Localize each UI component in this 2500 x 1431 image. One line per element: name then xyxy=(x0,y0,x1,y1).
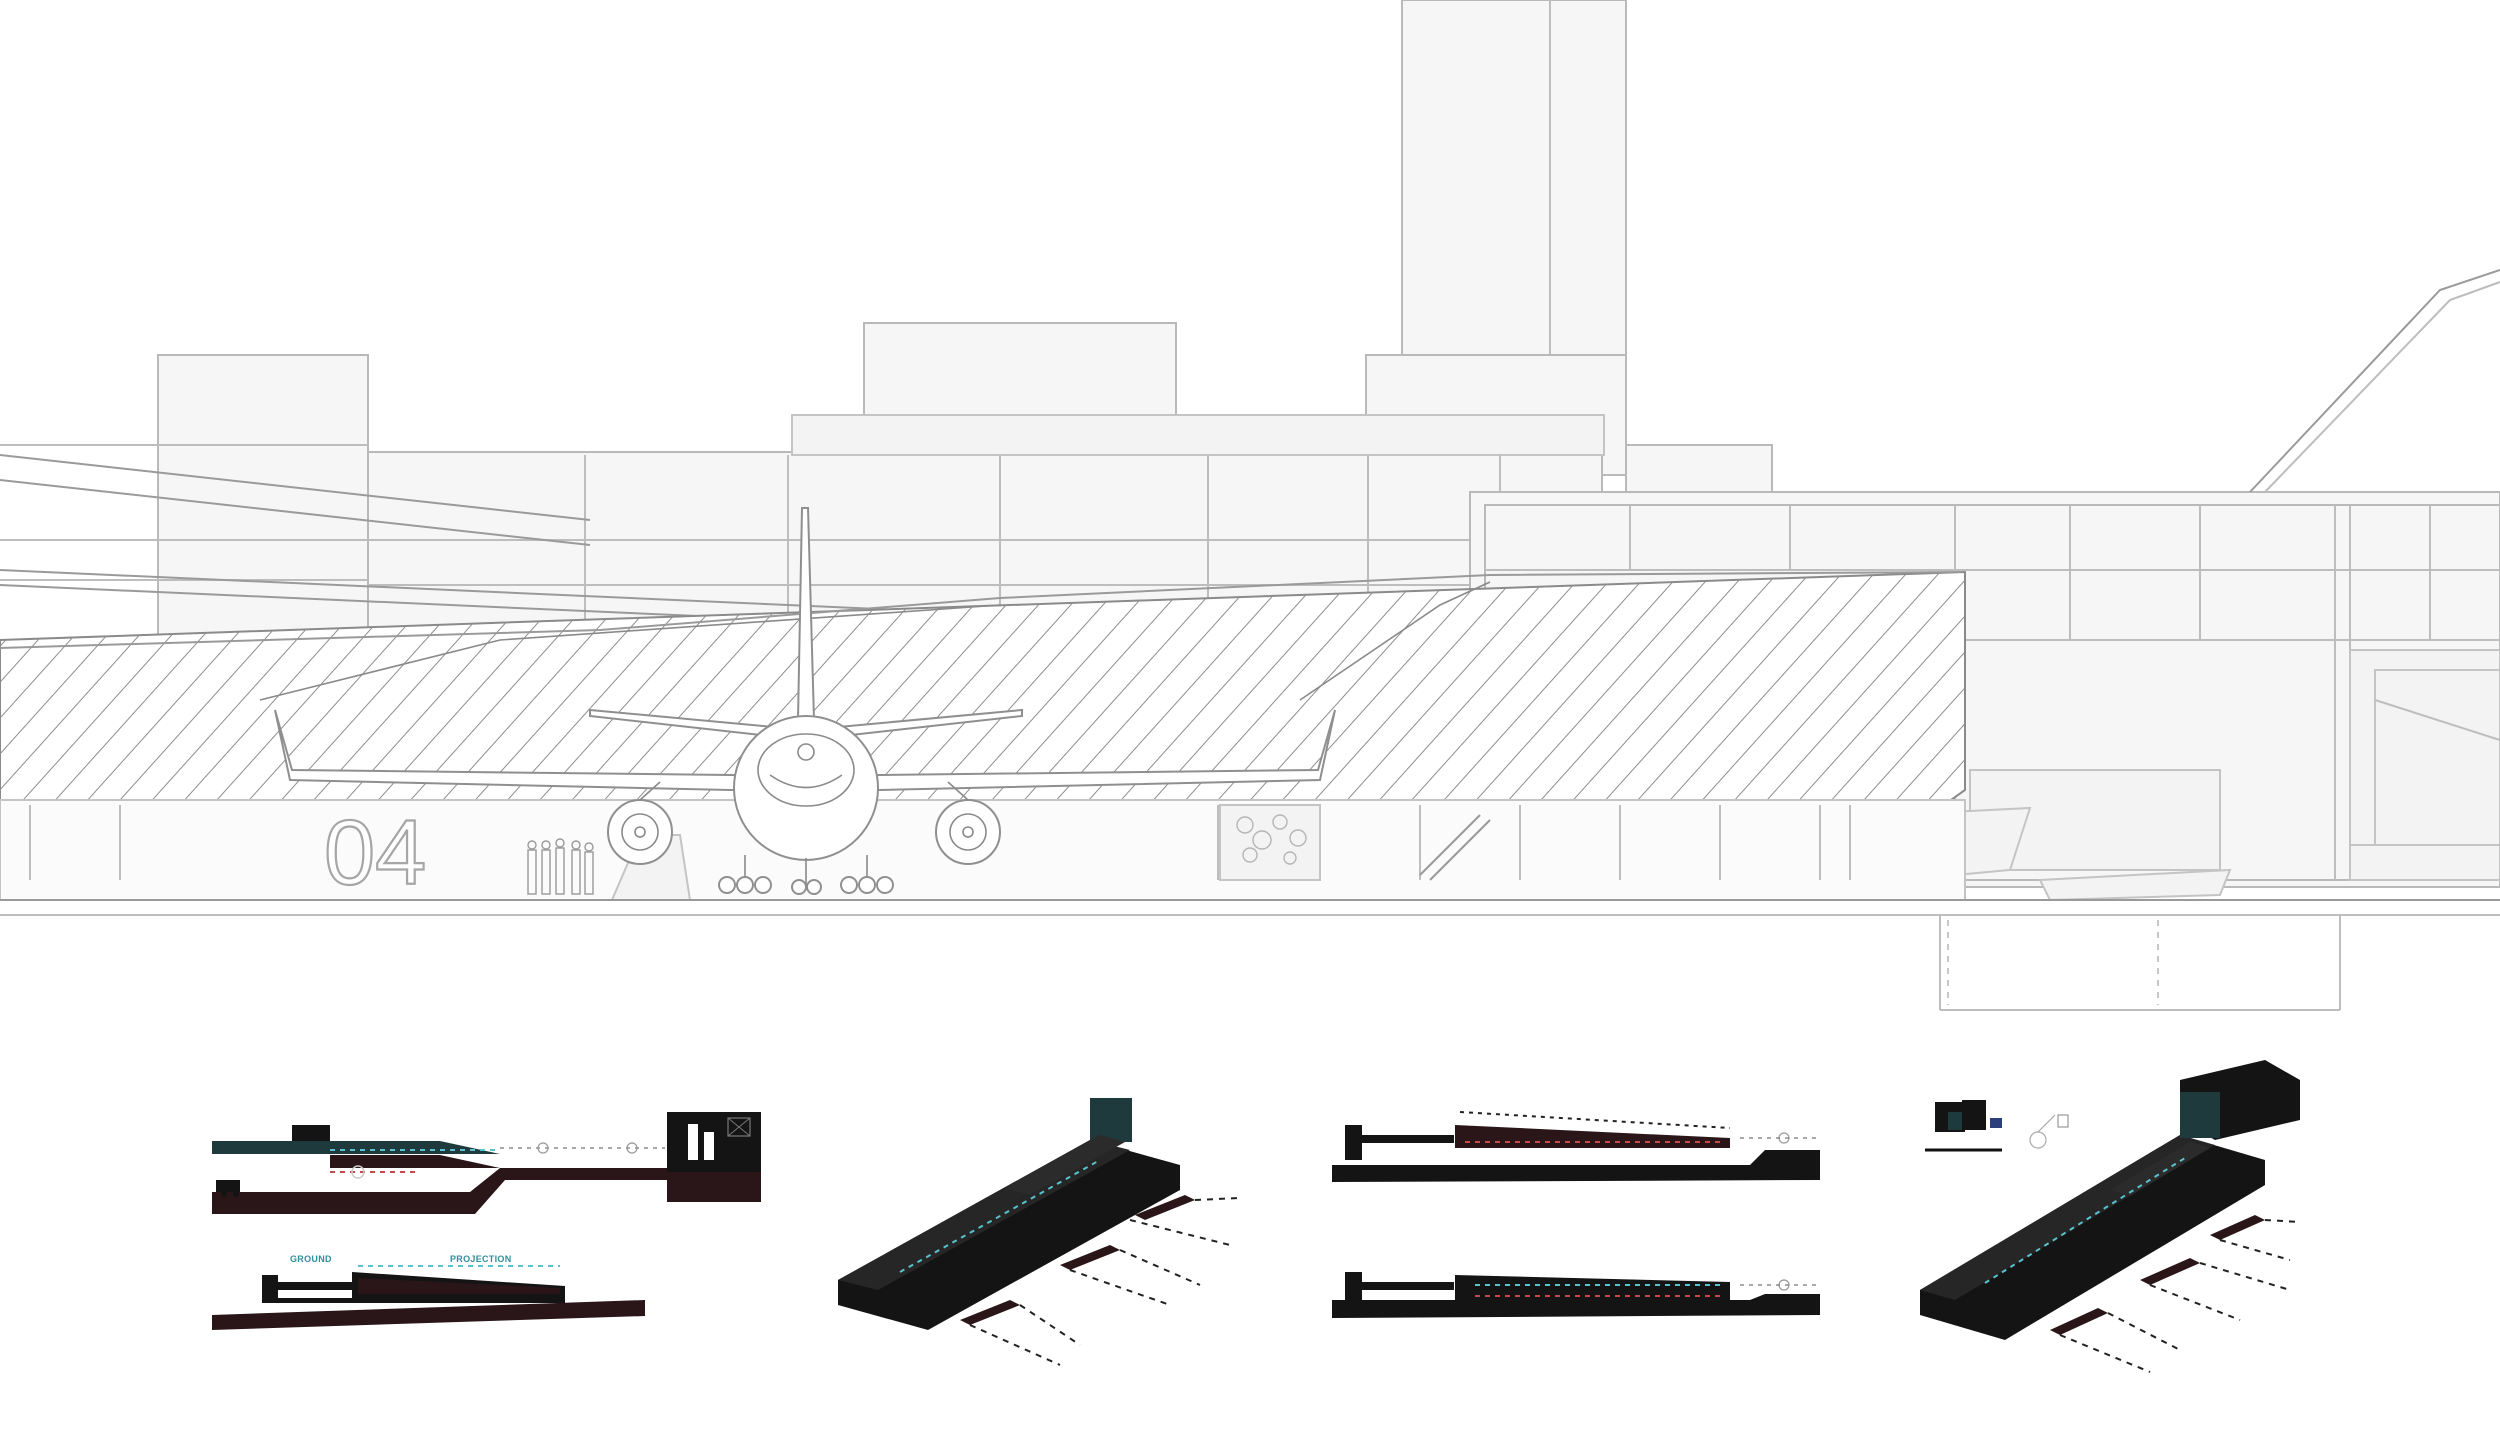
ground-line xyxy=(0,899,2500,1011)
diagram-2-section: GROUND PROJECTION xyxy=(212,1254,645,1330)
diagram-6-axonometric xyxy=(1920,1060,2301,1373)
airplane xyxy=(274,507,1336,895)
diagram-1-section xyxy=(212,1112,761,1214)
gate-number: 04 xyxy=(324,802,426,904)
label-ground: GROUND xyxy=(290,1254,332,1264)
label-projection: PROJECTION xyxy=(450,1254,512,1264)
people-silhouettes xyxy=(527,838,594,895)
diagram-3-axonometric xyxy=(838,1098,1241,1366)
diagram-5-section xyxy=(1332,1272,1820,1318)
diagram-4-section xyxy=(1332,1111,1820,1182)
